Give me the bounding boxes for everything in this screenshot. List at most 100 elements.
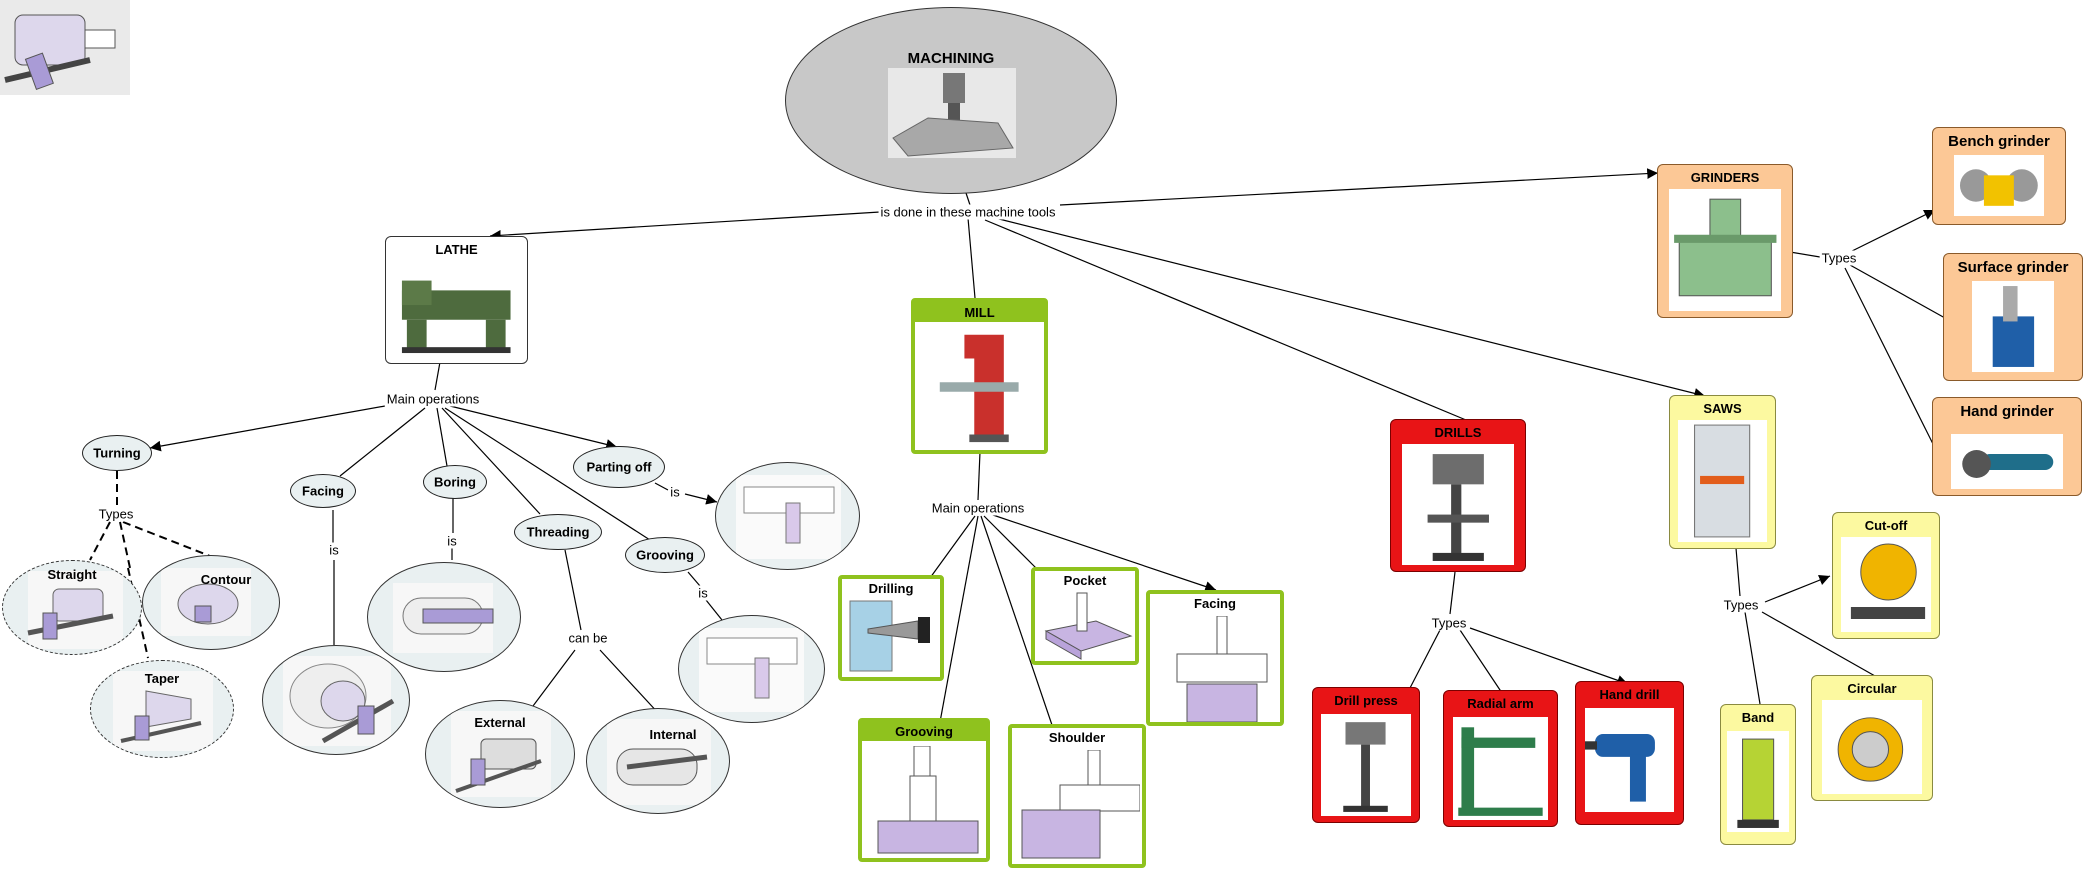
mill-shoulder-image [1021,750,1140,859]
mill-facing-image [1176,616,1268,722]
lathe-grooving-node[interactable]: Grooving [625,537,705,573]
lathe-facing-image [283,656,395,746]
lathe-facing-picture [262,645,410,755]
lathe-node[interactable]: LATHE [385,236,528,364]
link-label-turning-types: Types [96,506,136,522]
mill-grooving-node[interactable]: Grooving [858,718,990,862]
bench-grinder-image [1954,155,2044,216]
hand-grinder-label: Hand grinder [1960,403,2054,420]
machining-root-node[interactable]: MACHINING [785,7,1117,194]
contour-turning-label: Contour [200,572,252,587]
internal-threading-label: Internal [649,727,697,742]
grinders-node[interactable]: GRINDERS [1657,164,1793,318]
mill-drilling-node[interactable]: Drilling [838,575,944,681]
lathe-grooving-label: Grooving [636,547,694,563]
mill-drilling-label: Drilling [842,579,940,598]
drills-machine-image [1401,444,1515,565]
external-threading-label: External [474,715,526,730]
mill-pocket-node[interactable]: Pocket [1031,567,1139,665]
mill-facing-node[interactable]: Facing [1146,590,1284,726]
surface-grinder-image [1971,281,2055,372]
external-threading-node[interactable]: External [425,700,575,808]
internal-threading-node[interactable]: Internal [586,708,730,814]
mill-facing-label: Facing [1150,594,1280,613]
turning-node[interactable]: Turning [82,435,152,471]
grinders-title: GRINDERS [1690,170,1760,185]
bench-grinder-node[interactable]: Bench grinder [1932,127,2066,225]
radial-arm-label: Radial arm [1467,696,1534,711]
link-label-boring-is: is [445,533,459,549]
straight-turning-label: Straight [47,567,97,582]
straight-turning-image [27,571,123,649]
drills-node[interactable]: DRILLS [1390,419,1526,572]
radial-arm-node[interactable]: Radial arm [1443,690,1558,827]
hand-drill-image [1584,708,1675,812]
taper-turning-label: Taper [144,671,180,686]
link-label-grinder-types: Types [1819,250,1859,266]
band-saw-image [1726,731,1790,832]
surface-grinder-label: Surface grinder [1957,259,2069,276]
saws-machine-image [1678,420,1767,542]
mill-grooving-image [870,746,980,856]
machining-title: MACHINING [907,50,995,67]
hand-grinder-node[interactable]: Hand grinder [1932,397,2082,496]
cut-off-saw-image [1841,537,1931,632]
lathe-facing-node[interactable]: Facing [290,474,356,508]
cut-off-saw-node[interactable]: Cut-off [1832,512,1940,639]
parting-off-label: Parting off [586,459,652,475]
radial-arm-image [1453,717,1548,820]
lathe-facing-label: Facing [302,483,344,499]
band-saw-node[interactable]: Band [1720,704,1796,845]
boring-picture [367,562,521,672]
boring-image [393,583,494,653]
mill-drilling-image [849,600,930,672]
lathe-grooving-image [699,628,804,712]
mill-grooving-label: Grooving [862,722,986,741]
link-label-parting-is: is [668,484,682,500]
link-label-saw-types: Types [1721,597,1761,613]
mill-node[interactable]: MILL [911,298,1048,454]
contour-turning-node[interactable]: Contour [142,555,280,650]
mill-pocket-image [1044,592,1133,660]
parting-off-image [736,475,841,559]
mill-machine-image [925,330,1034,444]
circular-saw-label: Circular [1847,681,1897,696]
mill-pocket-label: Pocket [1035,571,1135,590]
taper-turning-node[interactable]: Taper [90,660,234,758]
mill-shoulder-node[interactable]: Shoulder [1008,724,1146,868]
bench-grinder-label: Bench grinder [1948,133,2050,150]
threading-node[interactable]: Threading [514,514,602,550]
hand-drill-node[interactable]: Hand drill [1575,681,1684,825]
link-label-done-in: is done in these machine tools [878,204,1058,220]
parting-off-picture [715,462,860,570]
saws-node[interactable]: SAWS [1669,395,1776,549]
lathe-grooving-picture [678,615,825,723]
link-label-drill-types: Types [1429,615,1469,631]
contour-turning-image [161,568,251,636]
taper-turning-image [113,671,213,751]
mill-title: MILL [915,302,1044,322]
circular-saw-image [1821,700,1923,794]
straight-turning-node[interactable]: Straight [2,560,142,655]
turning-thumbnail-image [0,0,130,95]
drill-press-node[interactable]: Drill press [1312,687,1420,823]
surface-grinder-node[interactable]: Surface grinder [1943,253,2083,381]
link-label-threading-can-be: can be [566,630,610,646]
turning-label: Turning [93,445,141,461]
drills-title: DRILLS [1434,425,1482,440]
drill-press-label: Drill press [1334,693,1398,708]
lathe-title: LATHE [435,242,478,257]
saws-title: SAWS [1703,401,1742,416]
external-threading-image [451,711,551,797]
boring-node[interactable]: Boring [423,465,487,499]
band-saw-label: Band [1741,710,1775,725]
mill-shoulder-label: Shoulder [1012,728,1142,747]
drill-press-image [1321,714,1411,816]
link-label-facing-is: is [327,542,341,558]
circular-saw-node[interactable]: Circular [1811,675,1933,801]
parting-off-node[interactable]: Parting off [573,446,665,488]
milling-cutter-image [888,68,1016,158]
link-label-grooving-is: is [696,585,710,601]
link-label-lathe-operations: Main operations [384,391,482,407]
